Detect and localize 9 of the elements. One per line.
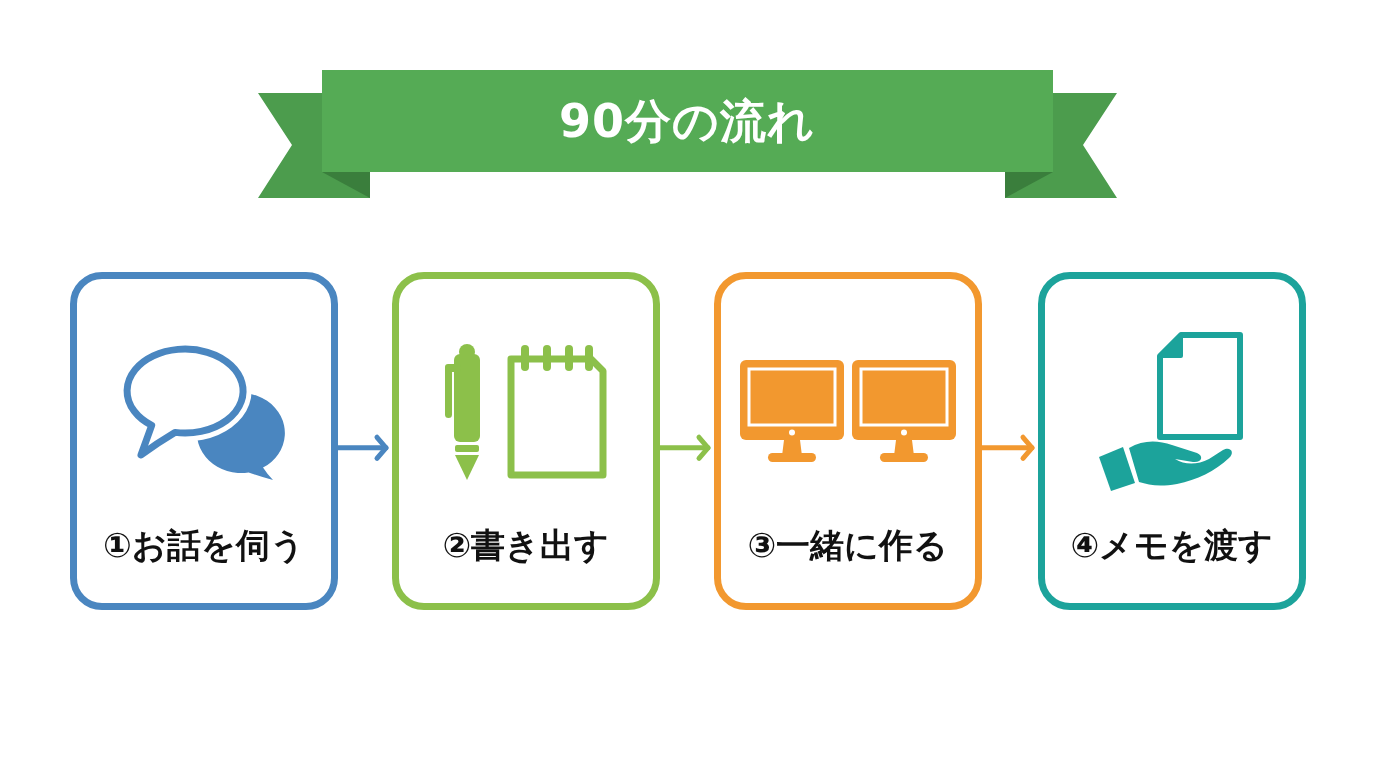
step-card [70,272,338,610]
step-label: ④メモを渡す [1070,525,1274,565]
step-card [714,272,982,610]
banner-title: 90分の流れ [559,94,815,148]
step-label: ③一緒に作る [747,525,949,565]
step-card [392,272,660,610]
step-card [1038,272,1306,610]
step-label: ②書き出す [442,525,610,565]
step-label: ①お話を伺う [103,525,305,565]
